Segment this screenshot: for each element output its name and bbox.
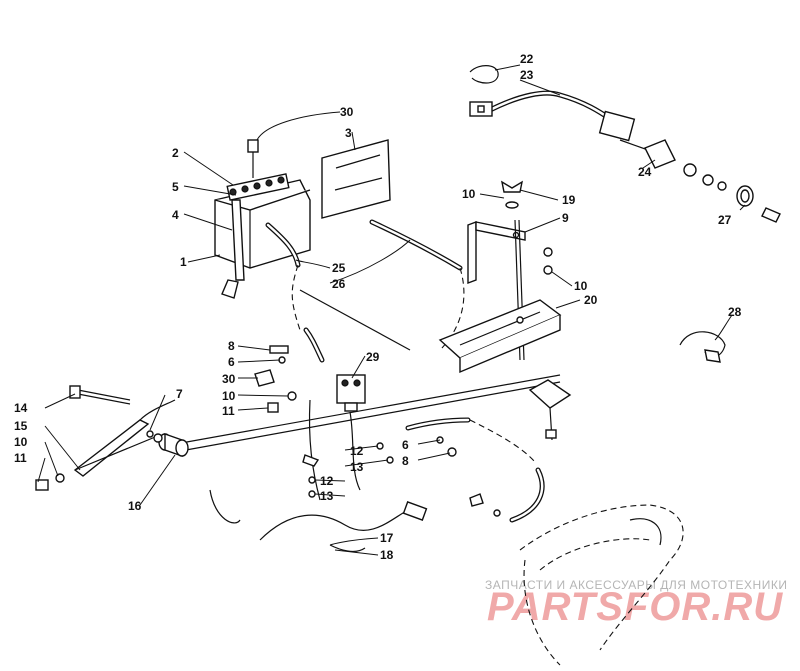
- callout-17: 17: [380, 531, 394, 545]
- callout-8-right: 8: [402, 454, 409, 468]
- callout-5: 5: [172, 180, 179, 194]
- starter-solenoid: [336, 374, 366, 412]
- callout-12-lower: 12: [320, 474, 334, 488]
- cable-clamp-28: [679, 331, 726, 363]
- cable-25: [265, 222, 301, 331]
- watermark-tagline: ЗАПЧАСТИ И АКСЕССУАРЫ ДЛЯ МОТОТЕХНИКИ: [485, 578, 787, 592]
- hold-down-bracket: [467, 220, 526, 285]
- callout-29: 29: [366, 350, 380, 364]
- callout-19: 19: [562, 193, 576, 207]
- callout-13-upper: 13: [350, 460, 364, 474]
- callout-10-left: 10: [14, 435, 28, 449]
- callout-18: 18: [380, 548, 394, 562]
- washers-left: [35, 430, 163, 491]
- battery-strap: [221, 199, 245, 299]
- callout-13-lower: 13: [320, 489, 334, 503]
- callout-10-bracket: 10: [462, 187, 476, 201]
- spacer-16: [158, 433, 189, 457]
- cable-26: [369, 219, 465, 351]
- callout-25: 25: [332, 261, 346, 275]
- callout-23: 23: [520, 68, 534, 82]
- callout-11-left: 11: [14, 451, 27, 465]
- leader-lines: [37, 64, 746, 556]
- callout-28: 28: [728, 305, 742, 319]
- watermark-logo: PARTSFOR.RU: [487, 585, 783, 629]
- callout-30-top: 30: [340, 105, 354, 119]
- callout-9: 9: [562, 211, 569, 225]
- callout-6-right: 6: [402, 438, 409, 452]
- callout-11-mid: 11: [222, 404, 235, 418]
- callout-26: 26: [332, 277, 346, 291]
- callout-3: 3: [345, 126, 352, 140]
- frame-outline: [519, 504, 684, 666]
- wire-harness: [469, 90, 649, 151]
- switch-knob-27: [736, 185, 781, 223]
- callout-22: 22: [520, 52, 534, 66]
- callout-2: 2: [172, 146, 179, 160]
- tray-bolt: [528, 379, 572, 441]
- solenoid-cable: [303, 327, 361, 501]
- switch-24: [644, 139, 727, 191]
- vent-cap: [247, 139, 259, 178]
- callout-8-left: 8: [228, 339, 235, 353]
- callout-10-mid: 10: [222, 389, 236, 403]
- hardware-set-8-6-30-10-11: [254, 345, 297, 413]
- callout-4: 4: [172, 208, 179, 222]
- callout-12-upper: 12: [350, 444, 364, 458]
- callout-6-left: 6: [228, 355, 235, 369]
- mount-bracket-15: [73, 399, 176, 477]
- callout-24: 24: [638, 165, 652, 179]
- callout-labels: 1 2 3 4 5 30 25 26 10 19 9 10 20 22 23 2…: [14, 52, 742, 562]
- callout-20: 20: [584, 293, 598, 307]
- callout-1: 1: [180, 255, 187, 269]
- frame-rail: [169, 289, 561, 453]
- callout-7: 7: [176, 387, 183, 401]
- battery-pad: [321, 139, 391, 219]
- callout-16: 16: [128, 499, 142, 513]
- callout-14: 14: [14, 401, 28, 415]
- mount-bolt-14: [69, 385, 131, 405]
- callout-30-mid: 30: [222, 372, 236, 386]
- ground-cable-17: [209, 489, 428, 553]
- callout-15: 15: [14, 419, 28, 433]
- battery-tray: [438, 299, 562, 374]
- wire-clip-22: [469, 65, 499, 84]
- hardware-set-12-13: [302, 442, 394, 498]
- cable-lower-right: [469, 419, 545, 523]
- callout-10-rod: 10: [574, 279, 588, 293]
- cable-right: [405, 417, 471, 431]
- callout-27: 27: [718, 213, 732, 227]
- wing-nut: [501, 180, 523, 209]
